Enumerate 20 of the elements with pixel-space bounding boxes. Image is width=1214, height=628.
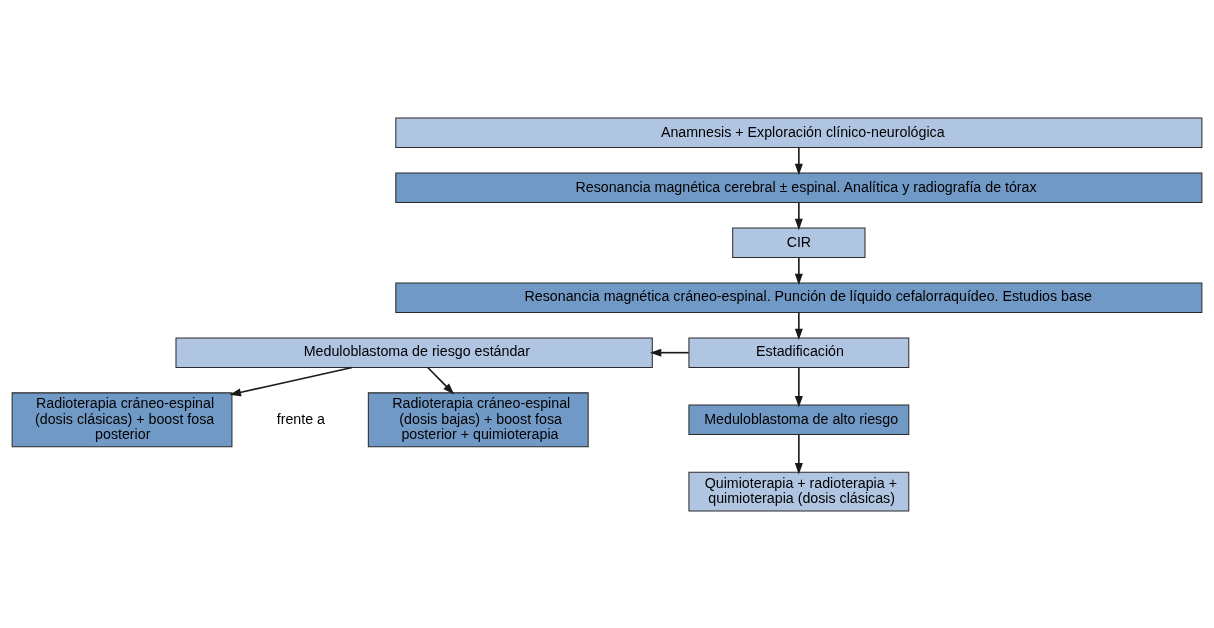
node-box: Quimioterapia + radioterapia + quimioterapia (dosis clásicas) (688, 471, 910, 511)
arrow (794, 256, 803, 285)
node-box: Resonancia magnética cerebral ± espinal. Analítica y radiografía de tórax (395, 172, 1203, 203)
arrow (794, 311, 803, 340)
arrow (794, 433, 803, 475)
node-box: CIR (732, 227, 866, 258)
arrow (649, 348, 690, 357)
node-box: Estadificación (688, 336, 910, 368)
arrow (794, 201, 803, 230)
node-box: Meduloblastoma de alto riesgo (688, 404, 910, 435)
node-box: Radioterapia cráneo-espinal (dosis clásicas) + boost fosa posterior (11, 391, 233, 447)
node-box: Resonancia magnética cráneo-espinal. Punción de líquido cefalorraquídeo. Estudios base (395, 281, 1203, 313)
label: frente a (276, 410, 326, 427)
arrow (794, 366, 803, 407)
arrow (426, 366, 455, 394)
node-box: Anamnesis + Exploración clínico-neurológica (395, 117, 1203, 148)
arrow (229, 366, 353, 396)
node-box: Meduloblastoma de riesgo estándar (175, 336, 653, 368)
arrow (794, 146, 803, 175)
node-box: Radioterapia cráneo-espinal (dosis bajas) + boost fosa posterior + quimioterapia (367, 391, 589, 447)
